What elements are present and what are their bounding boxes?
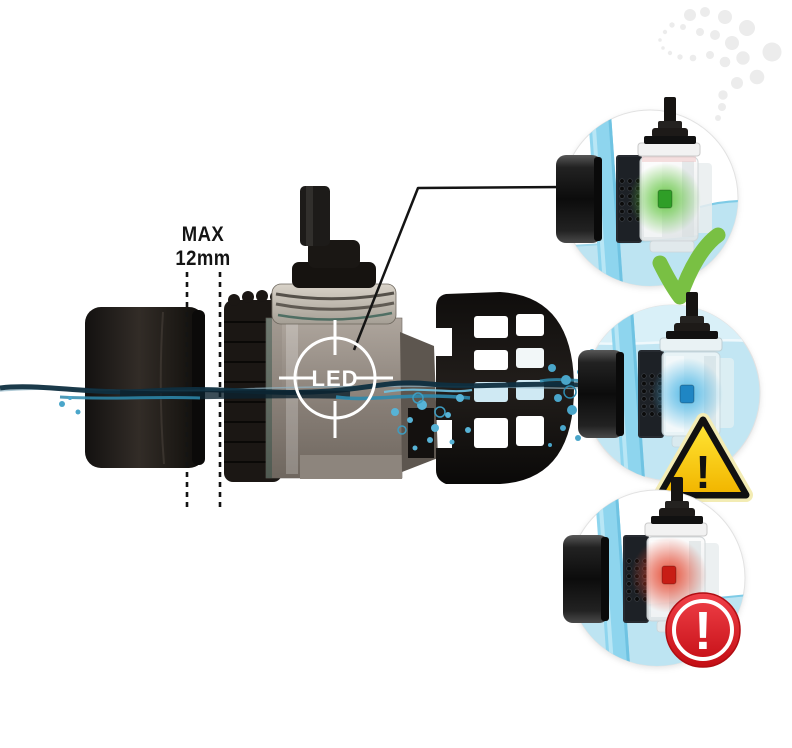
bubble-swirl-decoration	[658, 7, 782, 121]
led-chip	[657, 189, 673, 209]
inset-led-green-ok	[550, 95, 750, 310]
inset-pump-body	[629, 97, 712, 253]
cable-gland	[292, 240, 376, 288]
power-cable	[300, 186, 330, 246]
inset-cable-gland	[651, 477, 703, 524]
warning-triangle-icon: !	[653, 413, 753, 502]
led-chip	[679, 384, 695, 404]
splash-cluster-center	[391, 392, 471, 451]
inset-magnet	[578, 350, 624, 438]
inset-pump-body	[651, 292, 734, 448]
warning-exclamation: !	[695, 446, 710, 498]
inset-magnet	[556, 155, 602, 243]
error-badge-icon: !	[665, 592, 741, 668]
led-chip	[661, 565, 677, 585]
error-exclamation: !	[694, 601, 712, 661]
led-label: LED	[312, 366, 359, 391]
inset-led-blue-warning: !	[572, 290, 772, 505]
led-crosshair	[279, 320, 393, 438]
led-callout-line	[352, 185, 567, 351]
max-glass-thickness-label: MAX 12mm	[162, 223, 245, 271]
check-icon	[652, 227, 726, 305]
splash-left	[59, 396, 81, 415]
inset-led-red-error: !	[557, 475, 757, 690]
inset-cable-gland	[644, 97, 696, 144]
inset-cable-gland	[666, 292, 718, 339]
pump-body	[224, 186, 438, 482]
inset-magnet	[563, 535, 609, 623]
max-label-line2: 12mm	[175, 247, 231, 270]
max-label-line1: MAX	[181, 223, 225, 246]
